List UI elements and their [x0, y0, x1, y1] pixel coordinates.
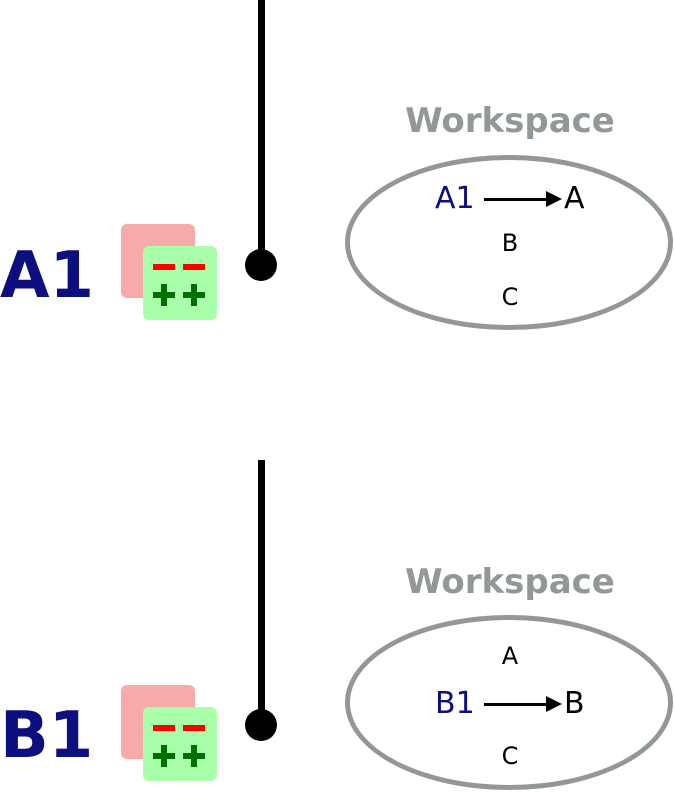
branch-line — [258, 0, 265, 262]
panel-b1: B1 Workspace A B1 B C — [0, 460, 674, 792]
arrowhead-icon — [546, 191, 562, 207]
workspace-mapping-source: B1 — [435, 686, 475, 721]
workspace-ellipse — [345, 155, 673, 330]
minus-icon — [183, 725, 205, 731]
diff-icon — [121, 685, 221, 785]
workspace-mapping-target: B — [564, 686, 585, 721]
workspace-mapping-source: A1 — [435, 181, 475, 216]
diff-added-layer — [143, 246, 217, 320]
workspace-mapping-target: A — [564, 181, 585, 216]
commit-node[interactable] — [245, 709, 277, 741]
panel-a1: A1 Workspace A1 A B C — [0, 0, 674, 350]
workspace-title: Workspace — [405, 562, 615, 602]
workspace-item: B — [501, 229, 519, 257]
arrow-icon — [484, 198, 546, 201]
commit-label: B1 — [0, 699, 94, 773]
commit-node[interactable] — [245, 249, 277, 281]
workspace-item: C — [501, 283, 519, 311]
branch-line — [258, 460, 265, 722]
plus-icon — [191, 745, 197, 767]
diff-added-layer — [143, 707, 217, 781]
workspace-title: Workspace — [405, 101, 615, 141]
plus-icon — [161, 284, 167, 306]
arrow-icon — [484, 703, 546, 706]
plus-icon — [161, 745, 167, 767]
arrowhead-icon — [546, 696, 562, 712]
workspace-ellipse — [345, 615, 673, 790]
minus-icon — [153, 264, 175, 270]
diff-icon — [121, 224, 221, 324]
minus-icon — [183, 264, 205, 270]
workspace-item: C — [501, 742, 519, 770]
workspace-item: A — [501, 642, 519, 670]
commit-label: A1 — [0, 239, 95, 313]
minus-icon — [153, 725, 175, 731]
plus-icon — [191, 284, 197, 306]
